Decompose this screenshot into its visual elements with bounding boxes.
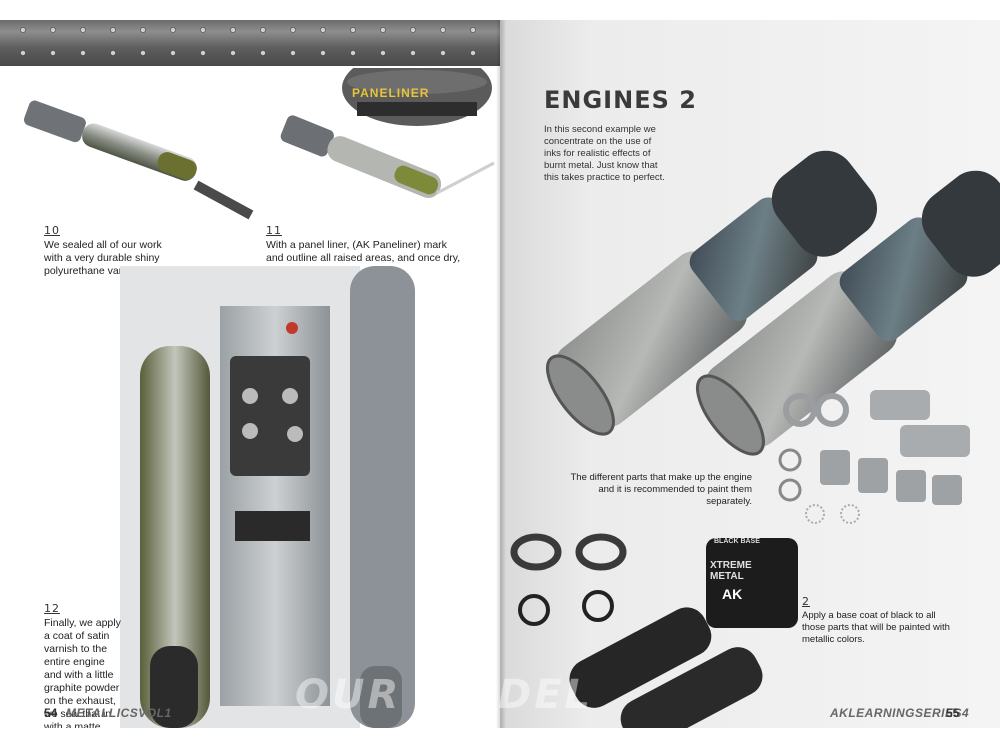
black-base-jar-cap: BLACK BASE <box>714 538 760 545</box>
step-number-10: 10 <box>44 224 60 237</box>
caption-text-12: Finally, we apply a coat of satin varnis… <box>44 617 121 728</box>
series-title-right: AKLEARNINGSERIES4 <box>830 706 970 720</box>
section-title: ENGINES 2 <box>544 86 697 114</box>
page-number-left: 54 <box>44 706 58 720</box>
photo-engines <box>546 150 1000 456</box>
page-number-right: 55 <box>946 706 960 720</box>
caption-step-12: 12 Finally, we apply a coat of satin var… <box>44 602 124 728</box>
caption-text-2: Apply a base coat of black to all those … <box>802 610 950 645</box>
magazine-spread: 10 We sealed all of our work with a very… <box>0 20 1000 728</box>
xtreme-metal-jar-label: XTREME METAL <box>710 560 752 582</box>
caption-parts: The different parts that make up the eng… <box>570 472 753 507</box>
right-page: ENGINES 2 In this second example we conc… <box>500 20 1000 728</box>
caption-step-2: 2 Apply a base coat of black to all thos… <box>802 596 952 646</box>
spine-gutter <box>496 20 506 728</box>
photo-step-10 <box>6 100 256 220</box>
step-number-2: 2 <box>802 595 810 608</box>
intro-text: In this second example we concentrate on… <box>544 124 665 183</box>
metal-banner-left <box>0 20 500 66</box>
watermark: OUR MODEL <box>295 672 594 718</box>
photo-step-12 <box>120 266 500 728</box>
photo-grey-parts <box>778 390 970 524</box>
series-title-left: METALLICSVOL1 <box>66 706 172 720</box>
photo-black-parts <box>510 533 798 728</box>
paneliner-jar-label: PANELINER <box>352 86 430 100</box>
caption-text-10: We sealed all of our work with a very du… <box>44 239 162 277</box>
step-number-12: 12 <box>44 602 60 615</box>
step-number-11: 11 <box>266 224 282 237</box>
left-page: 10 We sealed all of our work with a very… <box>0 20 500 728</box>
photo-step-11 <box>262 68 500 243</box>
caption-step-10: 10 We sealed all of our work with a very… <box>44 224 174 278</box>
jar-brand-logo: AK <box>722 586 743 602</box>
